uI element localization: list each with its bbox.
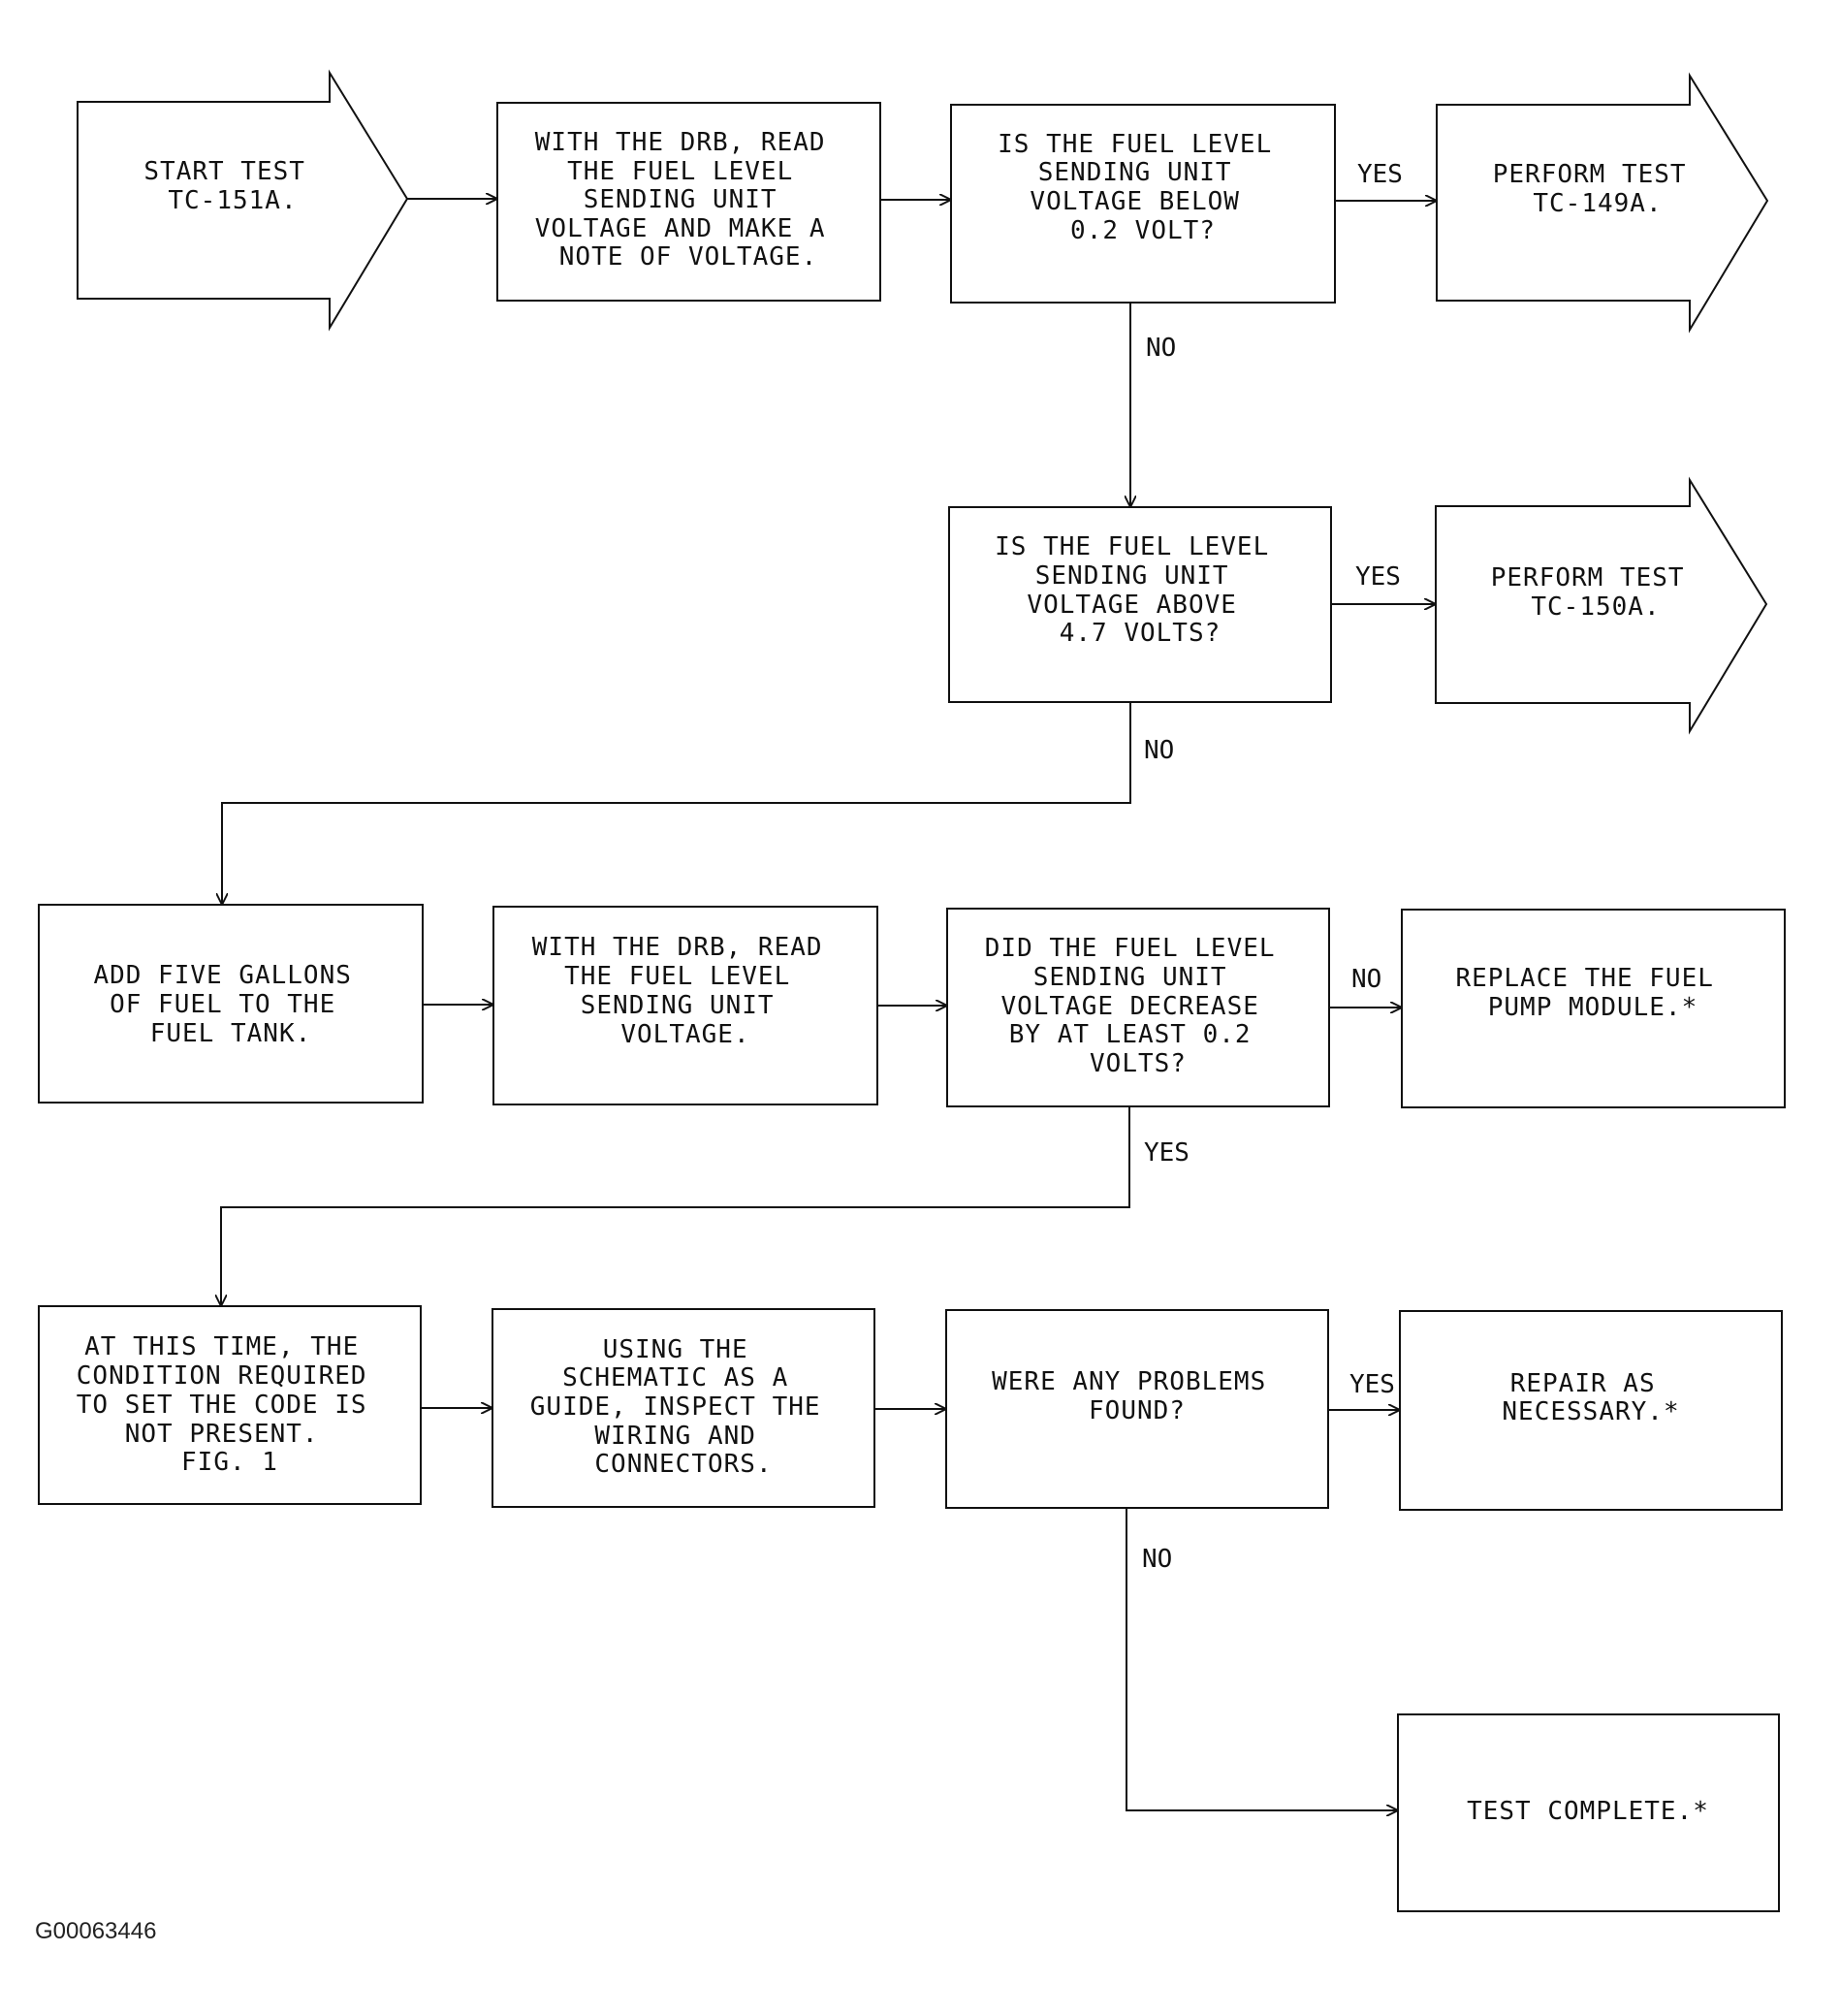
inspect-wiring-box [492, 1308, 875, 1508]
below-decision-text: IS THE FUEL LEVEL SENDING UNIT VOLTAGE B… [998, 130, 1288, 245]
below-decision-box [950, 104, 1336, 304]
above-no-label: NO [1144, 736, 1174, 765]
start-test-text: START TEST TC-151A. [143, 157, 321, 215]
not-present-box [38, 1305, 422, 1505]
inspect-wiring-text: USING THE SCHEMATIC AS A GUIDE, INSPECT … [530, 1335, 837, 1479]
decrease-decision-box [946, 908, 1330, 1107]
figure-id: G00063446 [35, 1918, 156, 1944]
repair-box [1399, 1310, 1783, 1511]
add-fuel-text: ADD FIVE GALLONS OF FUEL TO THE FUEL TAN… [93, 961, 367, 1048]
connector-above-no [222, 702, 1131, 905]
read-voltage-2-text: WITH THE DRB, READ THE FUEL LEVEL SENDIN… [532, 933, 839, 1049]
test-complete-box [1397, 1713, 1780, 1912]
perform-149-text: PERFORM TEST TC-149A. [1493, 160, 1703, 218]
not-present-text: AT THIS TIME, THE CONDITION REQUIRED TO … [77, 1332, 383, 1477]
connector-problems-no [1126, 1508, 1398, 1810]
perform-149-arrow-shape [1436, 72, 1769, 334]
start-arrow-shape [77, 69, 409, 332]
perform-150-arrow-shape [1435, 476, 1768, 735]
test-complete-text: TEST COMPLETE.* [1467, 1797, 1709, 1826]
below-no-label: NO [1146, 334, 1176, 363]
problems-yes-label: YES [1349, 1370, 1395, 1399]
above-yes-label: YES [1355, 562, 1401, 592]
connector-decrease-yes [221, 1106, 1130, 1306]
above-decision-text: IS THE FUEL LEVEL SENDING UNIT VOLTAGE A… [995, 532, 1285, 648]
decrease-decision-text: DID THE FUEL LEVEL SENDING UNIT VOLTAGE … [985, 934, 1291, 1078]
problems-decision-text: WERE ANY PROBLEMS FOUND? [992, 1367, 1283, 1425]
replace-module-box [1401, 909, 1786, 1108]
read-voltage-box [496, 102, 881, 302]
perform-150-text: PERFORM TEST TC-150A. [1491, 563, 1701, 622]
below-yes-label: YES [1357, 160, 1403, 189]
decrease-yes-label: YES [1144, 1138, 1190, 1168]
repair-text: REPAIR AS NECESSARY.* [1502, 1369, 1679, 1426]
problems-no-label: NO [1142, 1545, 1172, 1574]
replace-module-text: REPLACE THE FUEL PUMP MODULE.* [1455, 964, 1729, 1022]
decrease-no-label: NO [1351, 965, 1381, 994]
read-voltage-text: WITH THE DRB, READ THE FUEL LEVEL SENDIN… [535, 128, 841, 272]
